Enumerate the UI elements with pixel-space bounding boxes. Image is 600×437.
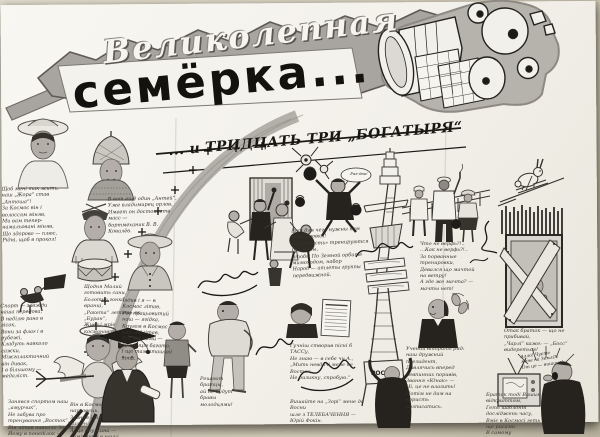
caption-tass: Гучніш створив пісні б ТАССу, Не знаю — … bbox=[290, 343, 354, 381]
portrait-bogatyr-helmet bbox=[87, 131, 135, 201]
banner-white-panel bbox=[57, 47, 363, 113]
portrait-bonnet-hat bbox=[127, 233, 173, 291]
caption-telegram: Вишайте на „Зорі“ мене до Восни шле з ТЕ… bbox=[290, 399, 364, 425]
scene-tower-hugger: РОСС bbox=[361, 287, 413, 428]
scene-man-and-boy bbox=[163, 301, 253, 399]
autograph-1 bbox=[197, 270, 259, 297]
caption-juggler: Вот для чего нужны нам тренировки! и «ве… bbox=[291, 225, 369, 280]
speech-juggler-bubble: Раз-два! bbox=[350, 171, 368, 176]
portrait-drummer bbox=[71, 203, 119, 282]
scene-flag-carriers bbox=[19, 274, 66, 314]
caption-radio: Браток тоді Вашим відкриттям, Геть шабло… bbox=[486, 392, 542, 437]
portrait-halo-hat bbox=[17, 118, 69, 189]
scene-tv-tower bbox=[363, 148, 410, 295]
caption-boarded-window: Отак браток — що не прибивай, „Чарлі“ ка… bbox=[504, 328, 568, 354]
caption-flag-carriers: Спорт — завжди наша передова, В неділю р… bbox=[0, 302, 50, 380]
caption-bonnet: Їздив і я — в Космос літав, Рос працьови… bbox=[121, 297, 173, 362]
caption-drummer: Щодня Малий готовить сани, Болотна гонка… bbox=[84, 284, 141, 335]
grid-fins-hatch bbox=[416, 50, 486, 107]
scene-boarded-window bbox=[499, 205, 563, 328]
trajectory-arc bbox=[86, 110, 304, 437]
autograph-6 bbox=[469, 257, 489, 264]
sputnik-doodles bbox=[291, 146, 334, 180]
autograph-4 bbox=[255, 338, 294, 356]
scene-applauding-man bbox=[418, 293, 469, 348]
scene-tass-reader bbox=[286, 298, 352, 338]
autograph-3 bbox=[481, 220, 498, 254]
scene-sailors bbox=[401, 163, 491, 243]
caption-applauding: Учений вторить ряд: наш дружний президен… bbox=[406, 346, 465, 410]
caption-bogatyr: В вот ещё один „Антей“, Уже владимирец о… bbox=[107, 195, 177, 235]
rocket-engine-cluster-drawing bbox=[377, 0, 560, 113]
scene-door-scuffle bbox=[227, 177, 315, 286]
autographs bbox=[197, 220, 498, 392]
scene-ski-rabbit bbox=[497, 158, 565, 207]
portrait-graduate bbox=[99, 327, 161, 423]
scene-radio-caller bbox=[497, 346, 586, 434]
caption-sailors: Что не верфь?!.. …Как не верфь?!.. За по… bbox=[420, 241, 475, 292]
caption-halo-hat: Щоб мені так жить, наш „Жора“ став „Анто… bbox=[1, 185, 59, 244]
caption-man-and-boy: Решают братцы, ай не будут бравы молодця… bbox=[200, 376, 233, 408]
autograph-5 bbox=[297, 359, 356, 392]
scene-kettlebell-juggler bbox=[295, 166, 372, 237]
caption-cupid: Занявся спортом наш „амурчик“, Не забува… bbox=[8, 399, 75, 437]
header-banner bbox=[5, 9, 453, 121]
caption-graduate: Він в Космосі наш науковець, Звання і ди… bbox=[70, 402, 121, 437]
tower-base-label: РОСС bbox=[371, 370, 390, 377]
autograph-2 bbox=[355, 241, 414, 258]
